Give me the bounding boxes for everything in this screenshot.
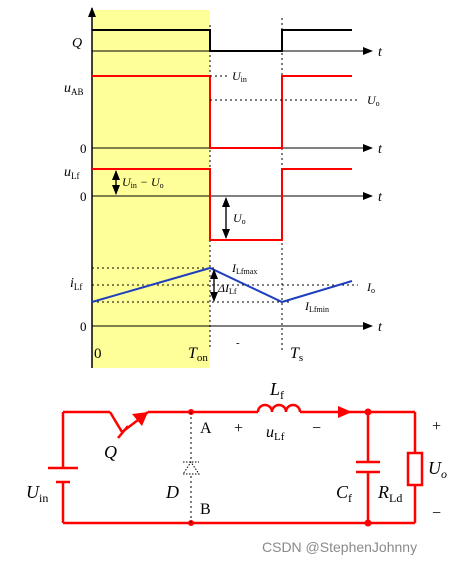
dash-mark: - — [236, 337, 240, 349]
switch-q-label: Q — [104, 442, 117, 462]
t-axis-label: t — [378, 45, 383, 60]
uo-level-label: Uo — [367, 93, 380, 108]
on-time-highlight — [92, 10, 210, 368]
node-cap-bottom-dot — [364, 519, 372, 527]
ilf-zero-label: 0 — [80, 319, 87, 334]
ulf-signal-label: uLf — [64, 165, 80, 181]
current-arrow — [338, 406, 352, 418]
node-cap-top-dot — [364, 408, 372, 416]
output-minus-label: − — [432, 505, 441, 522]
ilf-waveform — [91, 266, 353, 304]
watermark: CSDN @StephenJohnny — [262, 539, 417, 555]
uin-minus-uo-label: Uin − Uo — [122, 175, 164, 190]
uo-drop-label: Uo — [233, 211, 246, 226]
inductor-lf-label: Lf — [269, 379, 284, 402]
q-waveform — [92, 29, 352, 52]
node-b-label: B — [200, 501, 211, 518]
ton-label: Ton — [188, 345, 208, 364]
ulf-waveform-group: uLf 0 Uin − Uo Uo t — [64, 165, 383, 241]
output-uo-label: Uo — [428, 458, 447, 481]
inductor-lf — [256, 403, 302, 413]
uin-level-label: Uin — [232, 69, 247, 84]
t-axis-label: t — [378, 320, 383, 335]
ulf-plus-label: + — [234, 420, 243, 437]
t-axis-label: t — [378, 190, 383, 205]
uab-waveform — [92, 75, 352, 149]
uab-signal-label: uAB — [64, 81, 84, 97]
t-axis-label: t — [378, 142, 383, 157]
diode-d-label: D — [165, 482, 179, 502]
uab-waveform-group: uAB Uin Uo 0 t — [64, 69, 383, 157]
ilfmax-label: ILfmax — [231, 261, 257, 276]
resistor-rld — [406, 451, 424, 487]
capacitor-cf-label: Cf — [336, 482, 352, 505]
node-a-label: A — [200, 420, 212, 437]
switch-arrow — [132, 412, 148, 426]
ulf-circuit-label: uLf — [266, 424, 285, 443]
ilfmin-label: ILfmin — [304, 299, 329, 314]
output-plus-label: + — [432, 418, 441, 435]
uab-zero-label: 0 — [80, 141, 87, 156]
ulf-minus-label: − — [312, 420, 321, 437]
ilf-waveform-group: iLf ILfmax ILfmin Io ΔILf 0 t — [70, 261, 383, 335]
ts-label: Ts — [290, 345, 303, 364]
ilf-signal-label: iLf — [70, 276, 82, 292]
io-level-label: Io — [366, 280, 375, 295]
resistor-rld-label: RLd — [377, 482, 402, 505]
ulf-waveform — [92, 168, 352, 241]
ulf-zero-label: 0 — [80, 189, 87, 204]
diode-symbol — [182, 461, 200, 475]
q-signal-label: Q — [72, 36, 82, 51]
origin-label: 0 — [94, 346, 102, 362]
buck-circuit — [61, 410, 417, 525]
uin-source-label: Uin — [26, 482, 48, 505]
q-waveform-group: Q t — [72, 29, 383, 60]
delta-ilf-label: ΔILf — [217, 281, 237, 296]
